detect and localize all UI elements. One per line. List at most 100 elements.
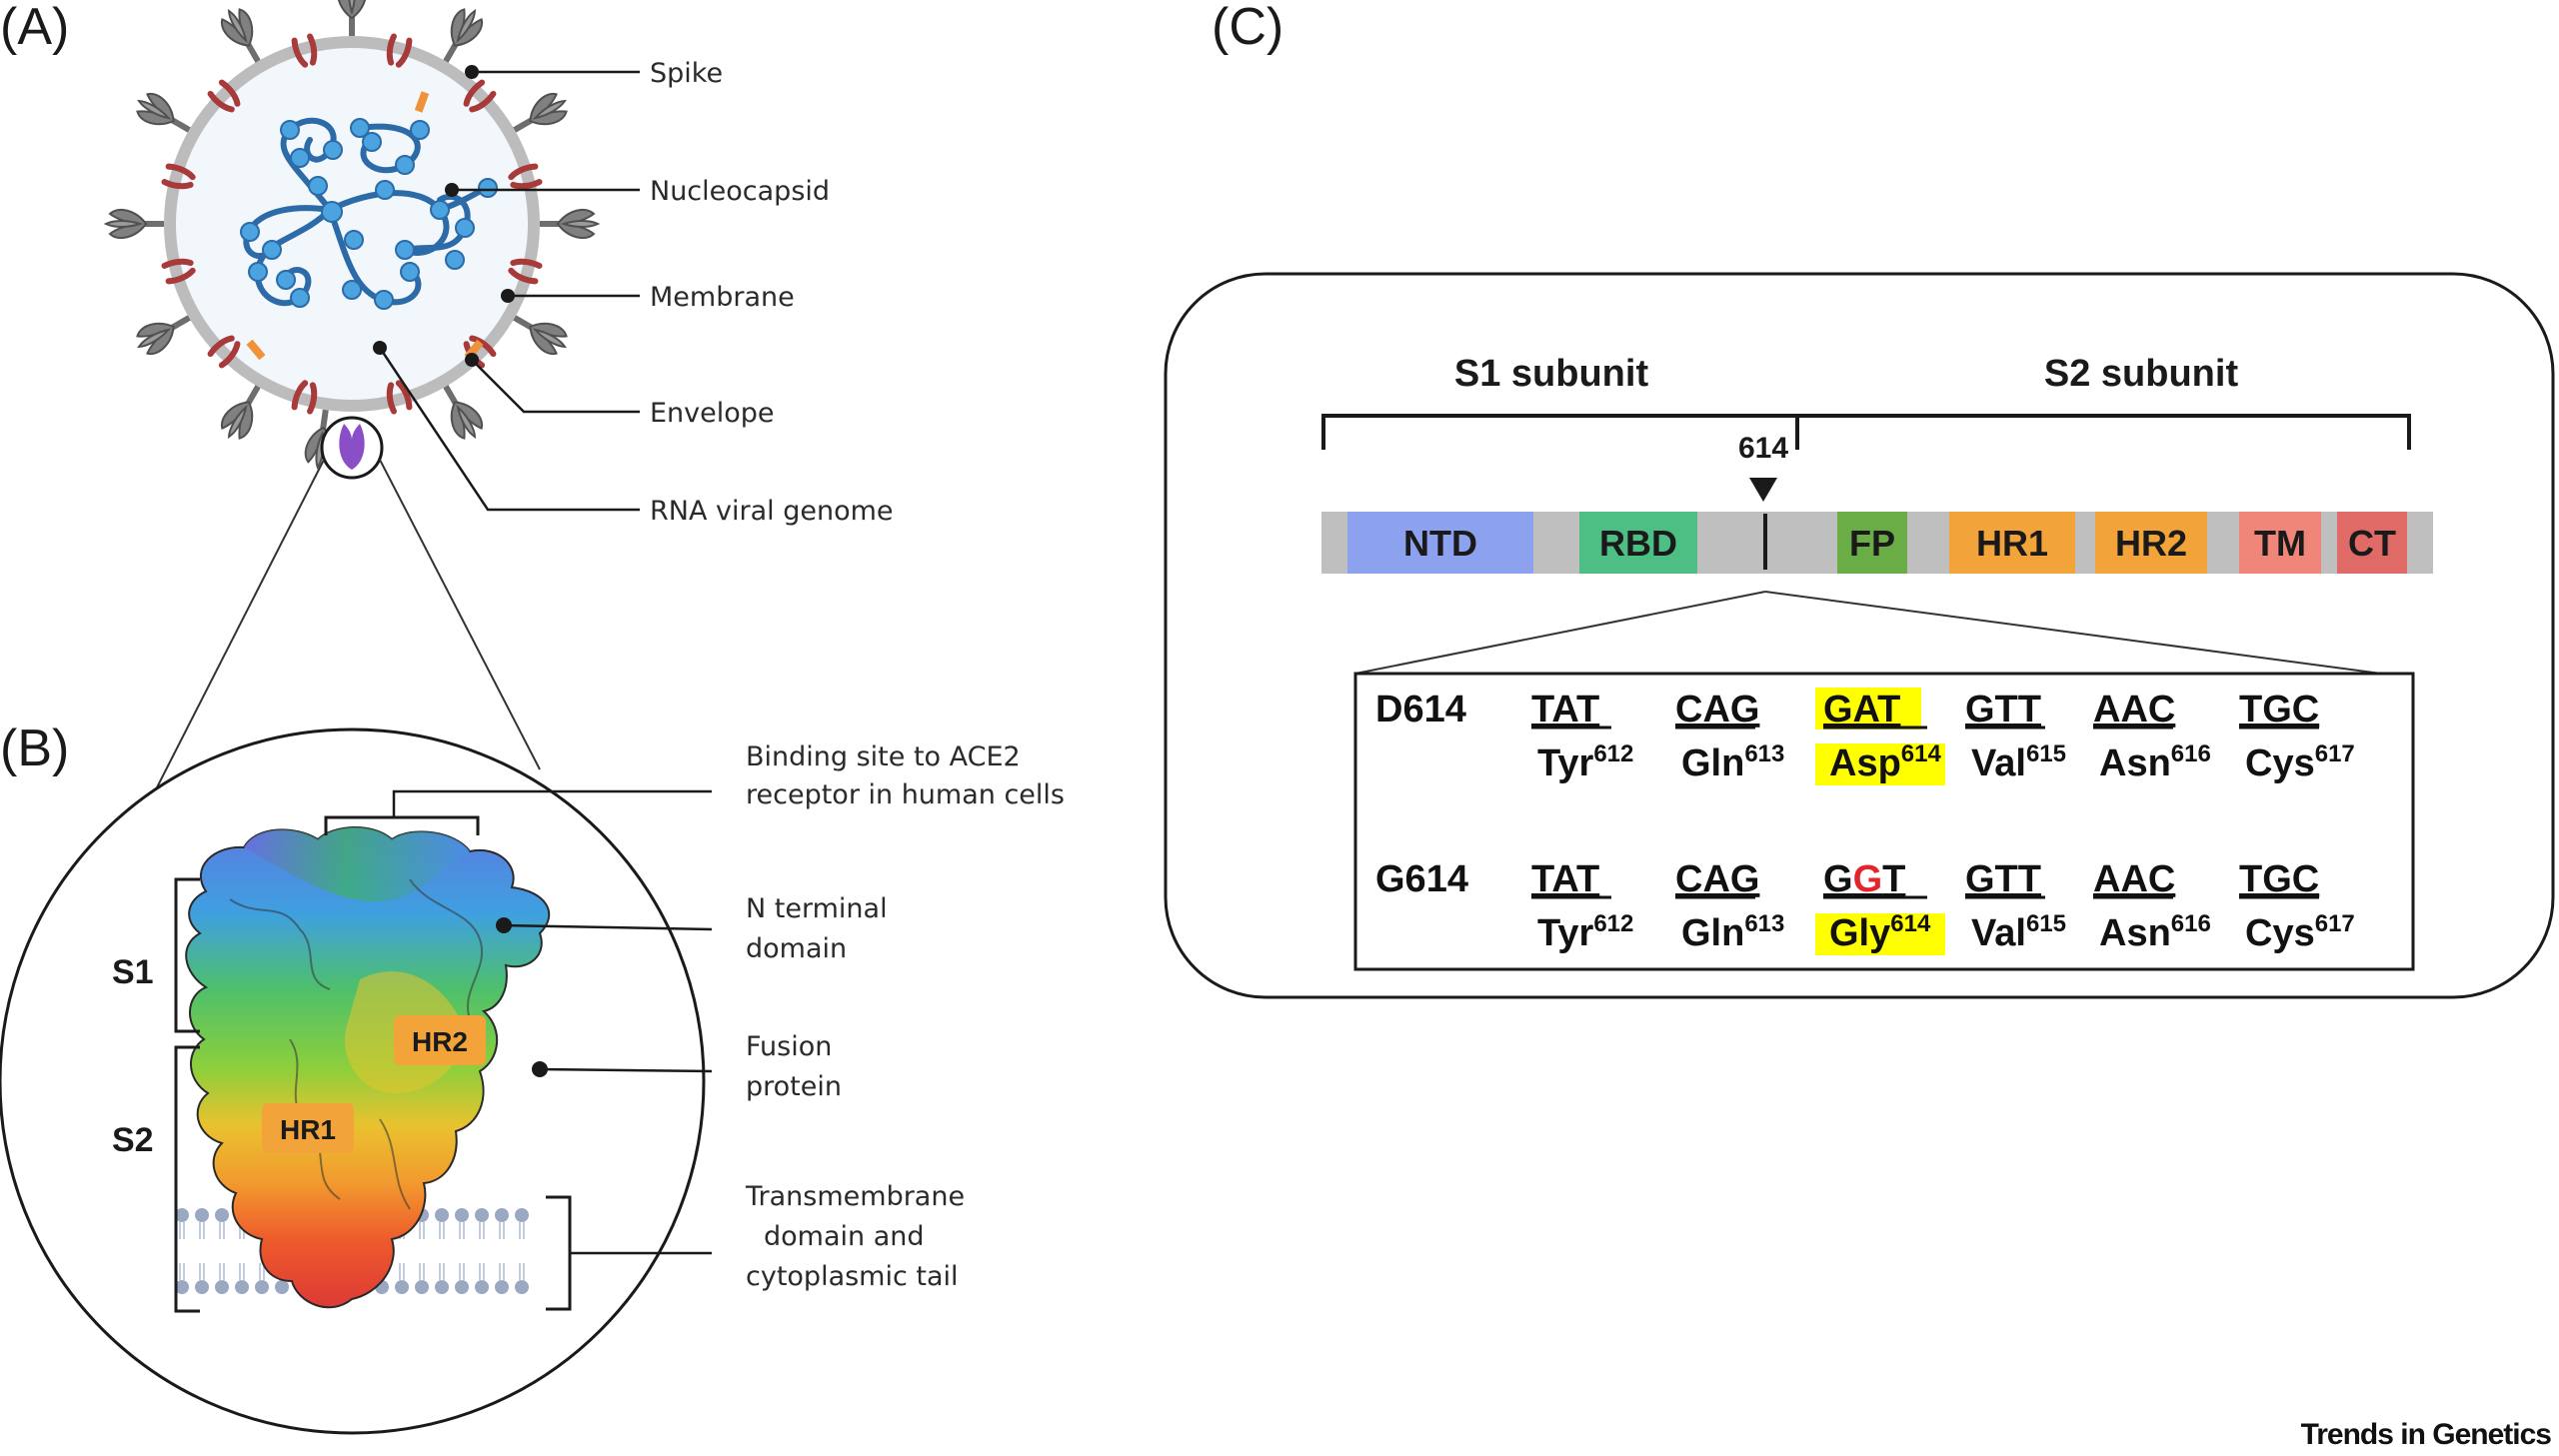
domain-fp xyxy=(1837,512,1907,574)
variant-name: G614 xyxy=(1375,858,1468,900)
label-spike: Spike xyxy=(650,58,723,89)
zoom-wedge-right xyxy=(1764,591,2382,675)
panel-b: (B) HR1 HR2 S1 S2 Binding sit xyxy=(0,720,1065,1435)
label-ntd-line2: domain xyxy=(746,933,847,964)
envelope-protein xyxy=(414,91,430,113)
s1-bracket xyxy=(174,877,200,1033)
domain-label-fp: FP xyxy=(1849,523,1895,564)
codon: CAG xyxy=(1675,858,1759,900)
codon: TGC xyxy=(2239,858,2319,900)
spike-protein xyxy=(130,87,198,144)
domain-tm xyxy=(2239,512,2321,574)
envelope-protein xyxy=(246,339,266,361)
amino-acid: Gln613 xyxy=(1681,910,1784,954)
ntd-callout xyxy=(503,923,713,931)
hr2-label: HR2 xyxy=(412,1026,468,1057)
hr2-badge xyxy=(394,1015,486,1065)
amino-acid: Asn616 xyxy=(2099,910,2211,954)
domain-hr2 xyxy=(2095,512,2207,574)
spike-protein xyxy=(105,208,165,240)
label-ace2-line1: Binding site to ACE2 xyxy=(746,741,1021,772)
domain-label-hr2: HR2 xyxy=(2115,523,2187,564)
s1-subunit-label: S1 subunit xyxy=(1454,353,1649,395)
position-614-arrow xyxy=(1749,478,1777,502)
amino-acid: Cys617 xyxy=(2245,910,2355,954)
s2-bracket xyxy=(174,1045,200,1313)
spike-protein xyxy=(506,304,574,361)
domain-label-ct: CT xyxy=(2348,523,2396,564)
codon: GAT xyxy=(1823,689,1900,730)
ace2-callout xyxy=(392,789,712,817)
codon: GGT xyxy=(1823,858,1905,900)
virion-illustration xyxy=(105,0,599,480)
hr1-badge xyxy=(262,1103,354,1153)
nucleocapsid-beads xyxy=(240,118,498,310)
amino-acid: Tyr612 xyxy=(1537,910,1633,954)
zoom-line-left xyxy=(155,459,325,790)
panel-a: (A) xyxy=(0,0,894,790)
label-tm-line1: Transmembrane xyxy=(745,1181,965,1212)
panel-b-letter: (B) xyxy=(0,720,69,777)
s2-label: S2 xyxy=(112,1121,154,1159)
domain-label-rbd: RBD xyxy=(1599,523,1677,564)
spike-protein xyxy=(215,2,272,70)
codon: TAT xyxy=(1531,689,1599,730)
label-rna-viral-genome: RNA viral genome xyxy=(650,496,894,527)
spike-protein xyxy=(336,0,368,37)
variant-name: D614 xyxy=(1375,689,1466,730)
domain-label-hr1: HR1 xyxy=(1976,523,2048,564)
codon: GTT xyxy=(1965,858,2041,900)
codon: AAC xyxy=(2093,689,2175,730)
domain-ct xyxy=(2337,512,2407,574)
label-membrane: Membrane xyxy=(650,282,795,313)
amino-acid: Cys617 xyxy=(2245,740,2355,784)
amino-acid: Asn616 xyxy=(2099,740,2211,784)
domain-rbd xyxy=(1579,512,1697,574)
codon: TAT xyxy=(1531,858,1599,900)
spike-protein xyxy=(215,378,272,446)
s2-subunit-bracket xyxy=(1797,414,2411,450)
spike-protein xyxy=(432,378,489,446)
amino-acid: Gly614 xyxy=(1829,910,1931,954)
amino-acid: Val615 xyxy=(1971,740,2066,784)
codon: AAC xyxy=(2093,858,2175,900)
codon: TGC xyxy=(2239,689,2319,730)
label-nucleocapsid: Nucleocapsid xyxy=(650,176,830,207)
domain-label-ntd: NTD xyxy=(1403,523,1477,564)
s1-label: S1 xyxy=(112,953,154,991)
virion-callouts xyxy=(378,70,640,512)
amino-acid: Gln613 xyxy=(1681,740,1784,784)
s2-subunit-label: S2 subunit xyxy=(2044,353,2239,395)
amino-acid: Asp614 xyxy=(1829,740,1941,784)
panel-a-letter: (A) xyxy=(0,0,69,56)
label-ntd-line1: N terminal xyxy=(746,893,888,924)
spike-protein xyxy=(506,87,574,144)
label-ace2-line2: receptor in human cells xyxy=(746,779,1065,810)
amino-acid: Tyr612 xyxy=(1537,740,1633,784)
codon: GTT xyxy=(1965,689,2041,730)
codon: CAG xyxy=(1675,689,1759,730)
panel-c: (C) S1 subunit S2 subunit 614 NTD RBD FP HR… xyxy=(1164,0,2555,999)
spike-domain-bar: NTD RBD FP HR1 HR2 TM CT xyxy=(1321,512,2433,574)
label-envelope: Envelope xyxy=(650,398,775,429)
spike-protein xyxy=(539,208,599,240)
domain-label-tm: TM xyxy=(2254,523,2306,564)
domain-hr1 xyxy=(1949,512,2075,574)
label-fusion-line2: protein xyxy=(746,1071,842,1102)
spike-zoom-icon xyxy=(339,424,365,470)
domain-ntd xyxy=(1347,512,1533,574)
amino-acid: Val615 xyxy=(1971,910,2066,954)
panel-c-letter: (C) xyxy=(1212,0,1283,56)
ace2-bracket xyxy=(324,815,480,835)
label-tm-line2: domain and xyxy=(764,1221,925,1252)
spike-protein xyxy=(432,2,489,70)
fusion-callout xyxy=(539,1067,713,1073)
position-614-label: 614 xyxy=(1738,432,1788,465)
spike-protein xyxy=(130,304,198,361)
label-fusion-line1: Fusion xyxy=(746,1031,832,1062)
zoom-line-right xyxy=(379,459,541,770)
hr1-label: HR1 xyxy=(280,1114,336,1145)
zoom-wedge-left xyxy=(1354,591,1766,675)
label-tm-line3: cytoplasmic tail xyxy=(746,1261,959,1292)
